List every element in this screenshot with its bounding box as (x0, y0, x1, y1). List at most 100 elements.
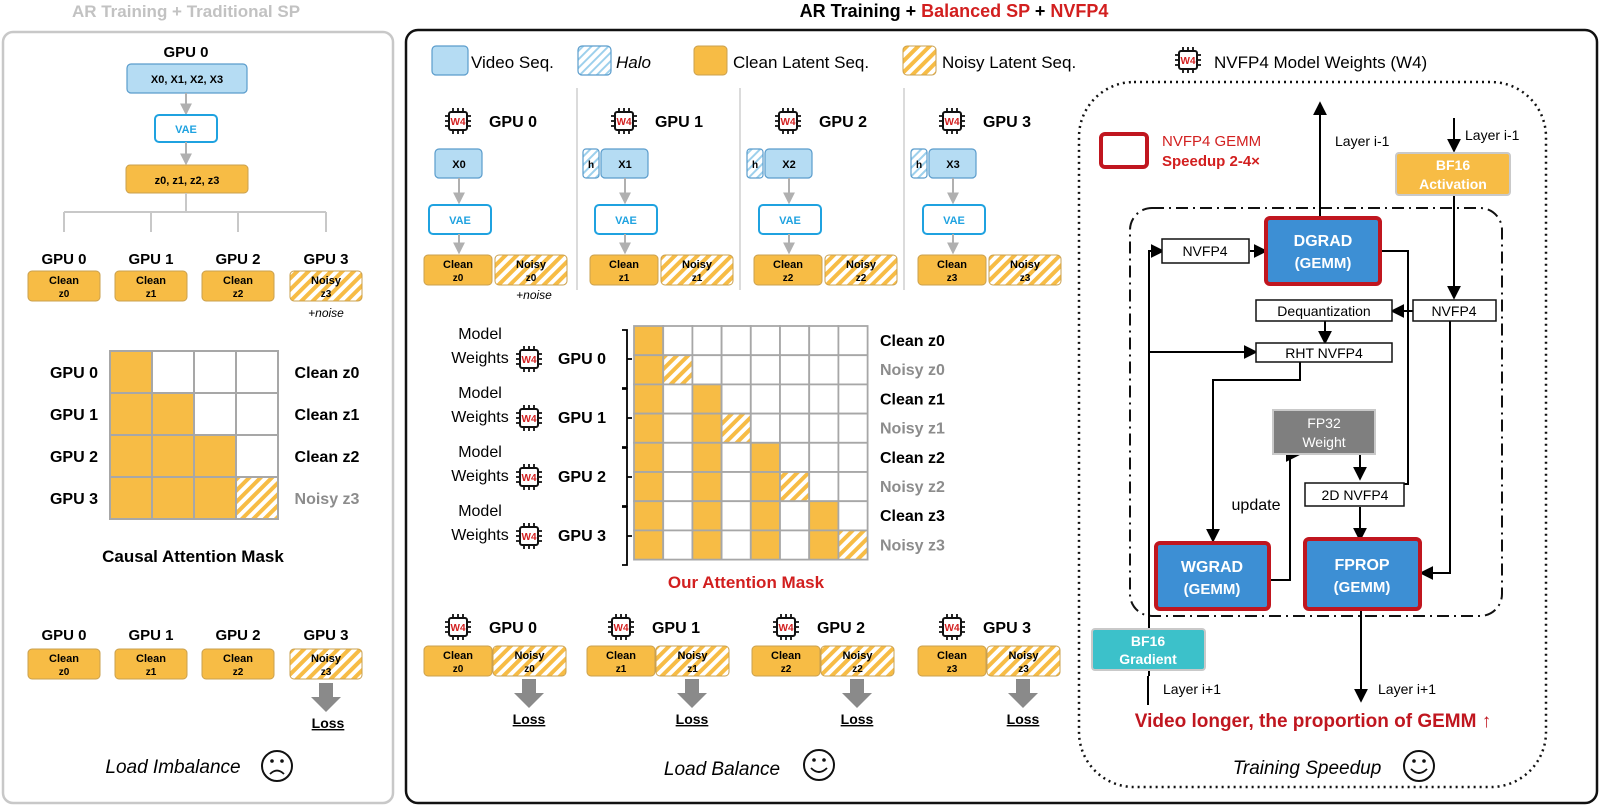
chip-icon: W4 (772, 613, 800, 641)
label: z2 (783, 273, 794, 284)
speedup-legend-1: NVFP4 GEMM (1162, 133, 1261, 150)
down-arrow-icon (1016, 679, 1030, 693)
mask-cell (808, 354, 840, 386)
label: VAE (943, 215, 965, 227)
mask-cell (749, 383, 781, 415)
legend-weights: NVFP4 Model Weights (W4) (1214, 53, 1427, 72)
chip-icon: W4 (1174, 46, 1202, 74)
mask-cell (720, 354, 752, 386)
layer-im1-a: Layer i-1 (1335, 133, 1390, 149)
svg-text:W4: W4 (945, 117, 960, 128)
mask-cell (662, 412, 694, 444)
svg-text:W4: W4 (522, 473, 537, 484)
svg-text:W4: W4 (945, 623, 960, 634)
label: Noisy (1009, 650, 1040, 662)
mask-cell (691, 441, 723, 473)
left-title: AR Training + Traditional SP (72, 2, 300, 21)
model-label: Weights (451, 409, 509, 426)
mask-cell (193, 434, 237, 478)
down-arrow-icon (522, 679, 536, 693)
model-label: Model (458, 385, 502, 402)
label: z1 (692, 273, 703, 284)
legend-halo: Halo (616, 53, 651, 72)
label: z2 (233, 289, 244, 300)
mask-cell (837, 354, 869, 386)
mask-cell (109, 476, 153, 520)
mask-cell (808, 500, 840, 532)
bracket (622, 447, 632, 507)
mask-cell (720, 383, 752, 415)
mask-cell (193, 350, 237, 394)
mask-cell (662, 500, 694, 532)
label: Clean (937, 259, 967, 271)
fprop-1: FPROP (1334, 557, 1389, 574)
chip-icon: W4 (444, 613, 472, 641)
layer-ip1-a: Layer i+1 (1163, 681, 1221, 697)
noise-label: +noise (516, 288, 552, 302)
label: VAE (449, 215, 471, 227)
speedup-footer: Training Speedup (1233, 758, 1382, 779)
down-arrow-icon (677, 693, 707, 708)
svg-text:W4: W4 (522, 414, 537, 425)
gpu-label: GPU 3 (558, 528, 606, 545)
label: Clean (49, 275, 79, 287)
label: z0 (59, 289, 70, 300)
label: Clean (771, 650, 801, 662)
label: z1 (146, 667, 157, 678)
fp32-1: FP32 (1307, 415, 1341, 431)
dataflow-arrows (1147, 101, 1461, 705)
mask-cell (691, 383, 723, 415)
gpu-label: GPU 0 (558, 351, 606, 368)
mask-cell (662, 325, 694, 357)
mask-cell (720, 325, 752, 357)
mask-cell (749, 325, 781, 357)
down-arrow-icon (842, 693, 872, 708)
mask-cell (720, 529, 752, 561)
mask-col-label: Noisy z3 (880, 537, 945, 554)
label: Clean (136, 275, 166, 287)
mask-cell (720, 500, 752, 532)
left-latents: z0, z1, z2, z3 (155, 175, 220, 187)
chip-icon: W4 (515, 522, 543, 550)
gpu-label: GPU 2 (817, 620, 865, 637)
label: z3 (947, 664, 958, 675)
label: Clean (606, 650, 636, 662)
label: h (916, 160, 922, 171)
mask-cell (720, 441, 752, 473)
mask-cell (837, 500, 869, 532)
speedup-panel: NVFP4 GEMM Speedup 2-4× Layer i-1 Layer … (1077, 80, 1548, 789)
mask-row-label: GPU 2 (50, 449, 98, 466)
mask-cell (779, 529, 811, 561)
gpu-label: GPU 2 (215, 627, 260, 644)
label: Noisy (682, 259, 713, 271)
mask-cell (691, 325, 723, 357)
mask-cell (779, 441, 811, 473)
right-mask-title: Our Attention Mask (668, 573, 825, 592)
down-arrow-icon (514, 693, 544, 708)
model-label: Model (458, 503, 502, 520)
left-panel: AR Training + Traditional SP GPU 0 X0, X… (1, 2, 395, 805)
mask-row-label: GPU 0 (50, 365, 98, 382)
legend-noisy: Noisy Latent Seq. (942, 53, 1076, 72)
mask-cell (779, 471, 811, 503)
label: Noisy (678, 650, 709, 662)
mask-col-label: Noisy z1 (880, 421, 945, 438)
chip-icon: W4 (444, 107, 472, 135)
mask-cell (808, 441, 840, 473)
mask-row-label: GPU 1 (50, 407, 98, 424)
mask-col-label: Noisy z0 (880, 362, 945, 379)
nvfp4-a: NVFP4 (1182, 243, 1227, 259)
mask-cell (749, 471, 781, 503)
svg-text:W4: W4 (779, 623, 794, 634)
